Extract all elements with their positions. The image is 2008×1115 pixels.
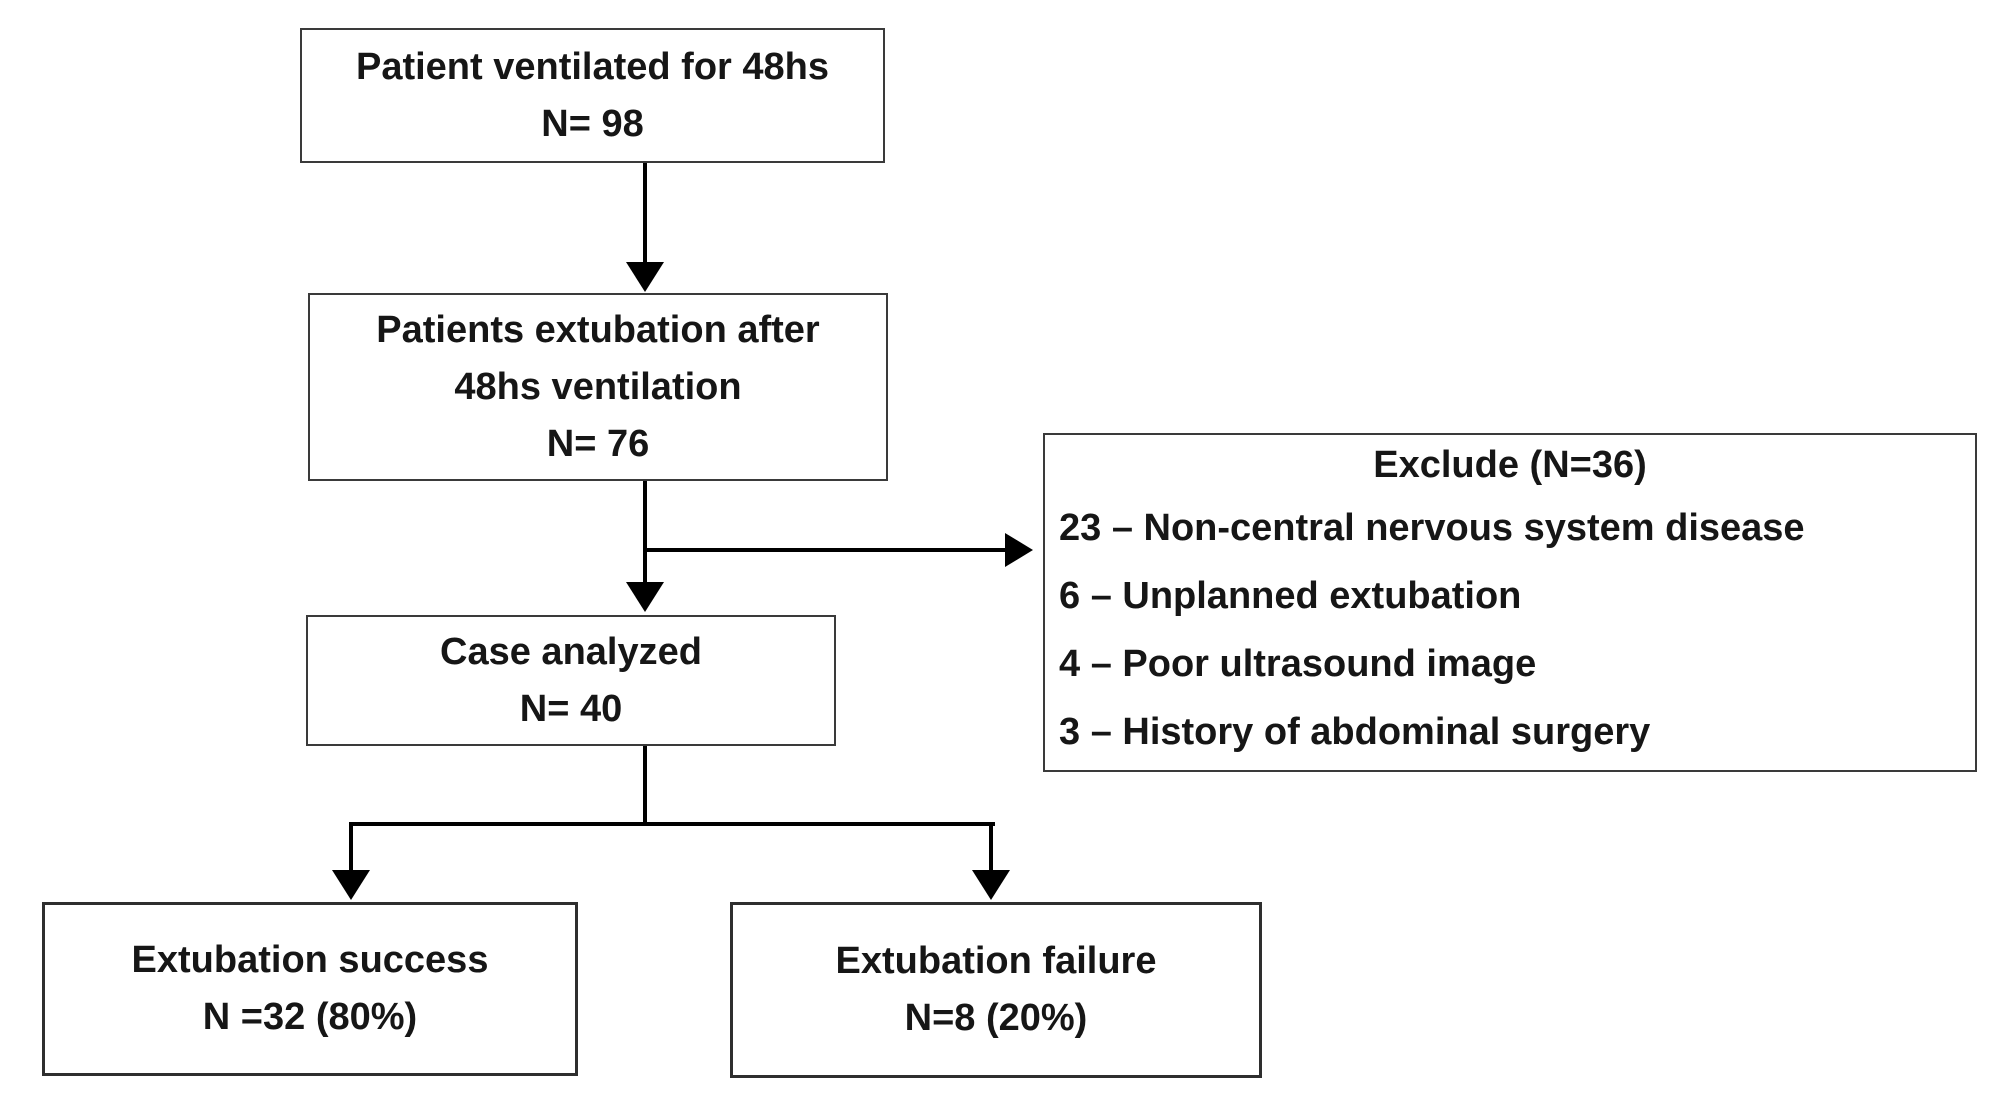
exclude-item-4: 3 – History of abdominal surgery	[1059, 710, 1651, 753]
box-patient-ventilated-label: Patient ventilated for 48hs	[355, 45, 829, 88]
box-case-analyzed-count: N= 40	[519, 687, 623, 730]
arrow-down-icon	[332, 870, 370, 900]
arrow-right-icon	[1005, 533, 1033, 567]
box-extubation-failure-count: N=8 (20%)	[904, 997, 1088, 1039]
box-extubation-failure-label: Extubation failure	[835, 940, 1157, 982]
box-extubation-failure: Extubation failure N=8 (20%)	[730, 902, 1262, 1078]
connector-analyzed-stem	[643, 746, 647, 826]
box-exclude: Exclude (N=36) 23 – Non-central nervous …	[1043, 433, 1977, 772]
box-case-analyzed: Case analyzed N= 40	[306, 615, 836, 746]
exclude-item-1: 23 – Non-central nervous system disease	[1059, 506, 1805, 549]
arrow-down-icon	[972, 870, 1010, 900]
box-patient-ventilated: Patient ventilated for 48hs N= 98	[300, 28, 885, 163]
box-patients-extubated-label-1: Patients extubation after	[376, 308, 820, 351]
box-extubation-success: Extubation success N =32 (80%)	[42, 902, 578, 1076]
box-case-analyzed-label: Case analyzed	[440, 630, 702, 673]
box-extubation-success-label: Extubation success	[131, 939, 489, 981]
box-patients-extubated-label-2: 48hs ventilation	[454, 365, 742, 408]
connector-extubated-to-analyzed	[643, 481, 647, 584]
connector-split-bar	[349, 822, 995, 826]
connector-ventilated-to-extubated	[643, 163, 647, 264]
connector-drop-success	[349, 822, 353, 872]
exclude-title: Exclude (N=36)	[1373, 443, 1647, 486]
connector-drop-failure	[989, 822, 993, 872]
box-extubation-success-count: N =32 (80%)	[202, 996, 418, 1038]
exclude-item-3: 4 – Poor ultrasound image	[1059, 642, 1537, 685]
arrow-down-icon	[626, 582, 664, 612]
box-patient-ventilated-count: N= 98	[541, 102, 644, 145]
box-patients-extubated-count: N= 76	[546, 422, 650, 465]
box-patients-extubated: Patients extubation after 48hs ventilati…	[308, 293, 888, 481]
arrow-down-icon	[626, 262, 664, 292]
exclude-item-2: 6 – Unplanned extubation	[1059, 574, 1522, 617]
connector-branch-to-exclude	[645, 548, 1005, 552]
